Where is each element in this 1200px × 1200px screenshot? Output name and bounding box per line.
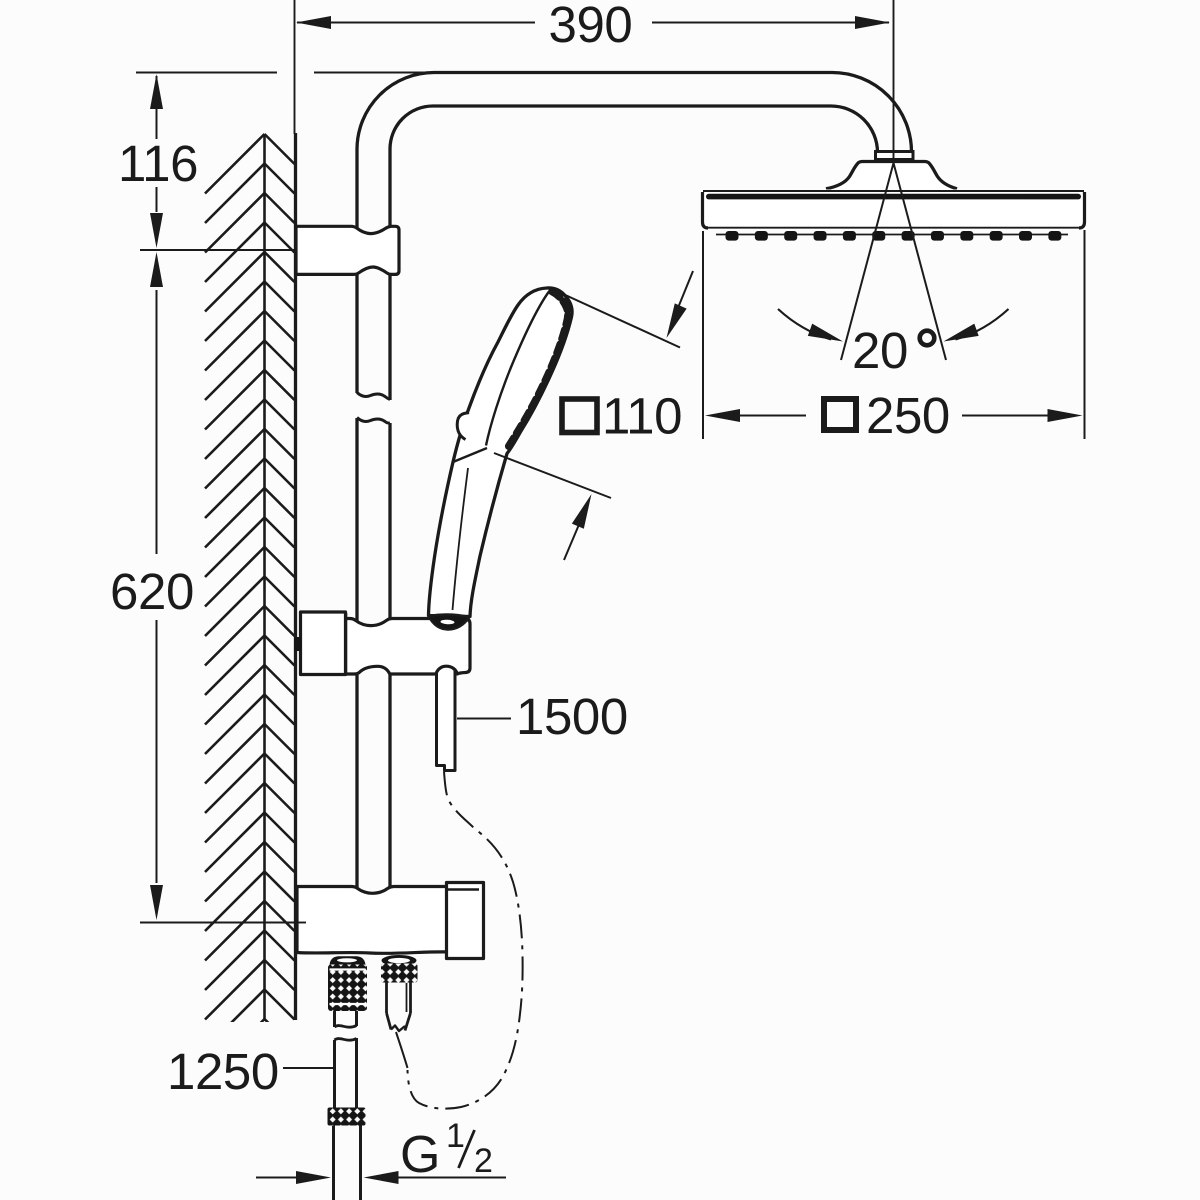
- svg-text:110: 110: [602, 388, 682, 445]
- svg-text:620: 620: [110, 563, 194, 620]
- svg-text:1: 1: [446, 1117, 465, 1155]
- svg-text:250: 250: [866, 387, 950, 444]
- svg-text:1250: 1250: [167, 1043, 279, 1100]
- svg-text:1500: 1500: [516, 688, 628, 745]
- svg-text:390: 390: [549, 0, 633, 53]
- svg-text:116: 116: [118, 135, 198, 192]
- svg-text:G: G: [400, 1126, 440, 1184]
- svg-text:2: 2: [474, 1142, 493, 1180]
- svg-text:20: 20: [852, 322, 908, 379]
